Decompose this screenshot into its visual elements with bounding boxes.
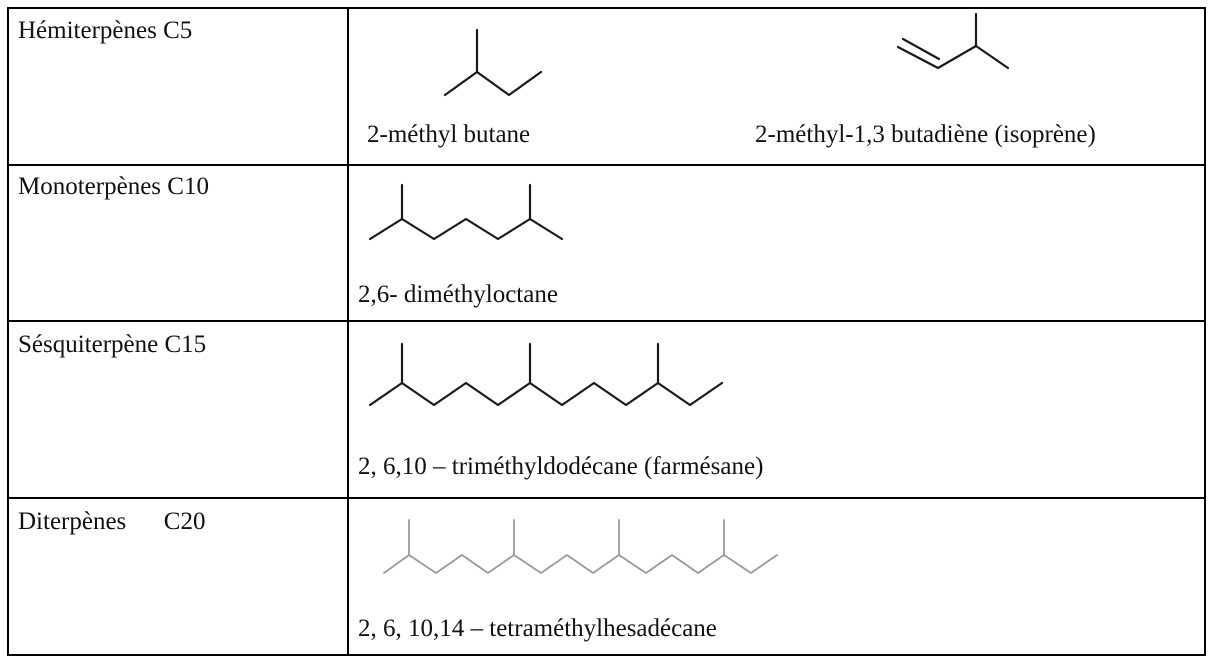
2,6,10-trimethyldodecane-skeleton [368,342,724,407]
terpene-class-label: Monoterpènes C10 [18,173,209,200]
2,6-dimethyloctane-skeleton [368,183,564,241]
bond-chain [443,70,543,97]
terpene-class-label: Hémiterpènes C5 [18,17,193,44]
compound-name: 2, 6, 10,14 – tetraméthylhesadécane [358,615,717,642]
table-row-divider [7,497,1206,499]
terpene-class-label: Sésquiterpène C15 [18,331,207,358]
bond-double [901,37,941,61]
table-border-bottom [7,654,1206,656]
compound-name: 2,6- diméthyloctane [358,281,558,308]
compound-name: 2-méthyl butane [367,121,531,148]
compound-name: 2, 6,10 – triméthyldodécane (farmésane) [358,453,764,480]
compound-name: 2-méthyl-1,3 butadiène (isoprène) [755,121,1096,148]
table-border-top [7,7,1206,9]
table-border-left [7,7,9,656]
2-methylbutane-skeleton [443,28,543,97]
isoprene-skeleton [896,12,1010,70]
table-border-right [1204,7,1206,656]
table-column-divider [347,7,349,656]
table-row-divider [7,320,1206,322]
table-row-divider [7,164,1206,166]
bond-chain [368,217,564,241]
2,6,10,14-tetramethylhexadecane-skeleton [383,519,778,574]
terpene-class-label: Diterpènes C20 [18,508,206,535]
bond-chain [368,381,724,407]
bond-chain [383,554,778,574]
bond-chain [896,44,1010,70]
